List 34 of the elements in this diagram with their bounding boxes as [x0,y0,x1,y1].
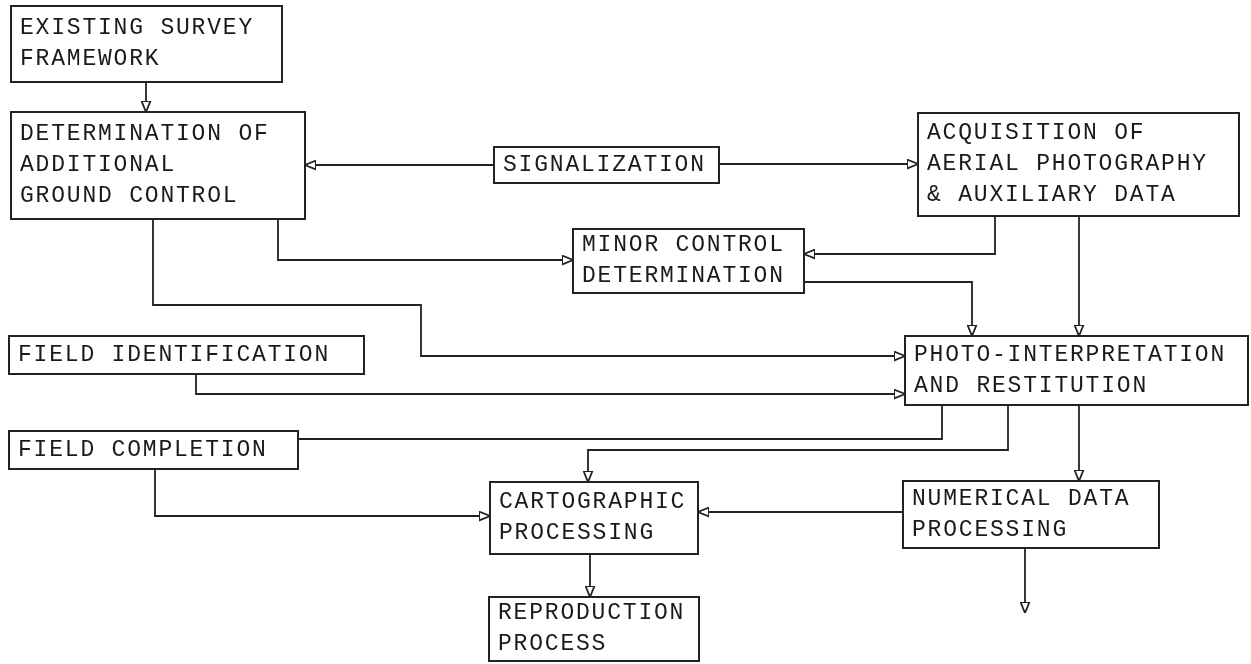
process-box [488,596,700,662]
process-box [902,480,1160,549]
arrow [804,281,978,337]
box-label: REPRODUCTION PROCESS [498,599,687,659]
box-label: FIELD IDENTIFICATION [18,340,332,370]
arrow [152,219,906,362]
process-box [904,335,1249,406]
process-box [572,228,805,294]
arrow [195,374,906,400]
box-label: NUMERICAL DATA PROCESSING [912,484,1132,545]
box-label: CARTOGRAPHIC PROCESSING [499,488,688,548]
process-box [10,111,306,220]
process-box [917,112,1240,217]
process-box [10,5,283,83]
process-box [489,481,699,555]
box-label: EXISTING SURVEY FRAMEWORK [20,14,256,74]
arrow [1073,405,1085,482]
arrow [719,158,919,170]
process-box [8,430,299,470]
arrow [1073,216,1085,337]
box-label: FIELD COMPLETION [18,435,269,465]
arrow [582,405,1009,483]
arrow [584,554,596,598]
box-label: PHOTO-INTERPRETATION AND RESTITUTION [914,340,1228,401]
arrow [1019,548,1031,614]
box-label: ACQUISITION OF AERIAL PHOTOGRAPHY & AUXILIARY DATA [927,119,1209,210]
box-label: MINOR CONTROL DETERMINATION [582,231,786,291]
process-box [493,146,720,184]
box-label: DETERMINATION OF ADDITIONAL GROUND CONTROL [20,120,271,211]
arrow [140,82,152,113]
arrow [277,219,574,266]
box-label: SIGNALIZATION [503,150,707,180]
arrow [154,469,491,522]
process-box [8,335,365,375]
